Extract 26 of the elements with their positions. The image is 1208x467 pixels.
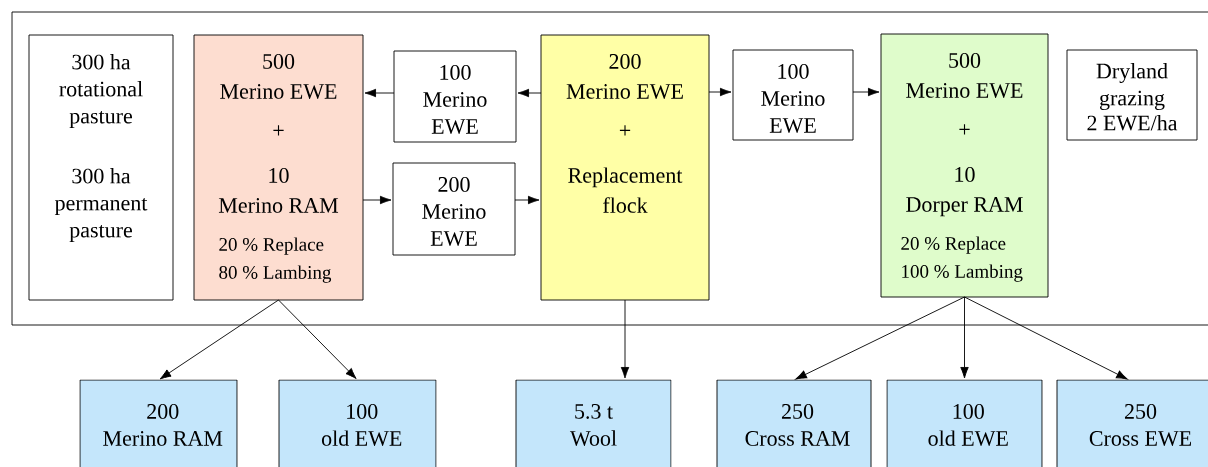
- arrow: [964, 296, 1128, 380]
- flock-box: 200 Merino EWE + Replacement flock: [540, 34, 710, 301]
- arrow: [852, 87, 880, 97]
- flock-box: 500 Merino EWE + 10 Dorper RAM 20 % Replace 100 % Lambing: [880, 33, 1049, 298]
- arrow: [364, 88, 395, 98]
- transfer-box: 100 Merino EWE: [732, 49, 854, 141]
- arrow: [278, 299, 357, 380]
- arrow: [362, 195, 392, 205]
- grazing-box: Dryland grazing 2 EWE/ha: [1066, 49, 1198, 141]
- output-box: 250 Cross EWE: [1056, 379, 1208, 467]
- transfer-box: 100 Merino EWE: [393, 50, 517, 143]
- flock-box: 500 Merino EWE + 10 Merino RAM 20 % Replace 80 % Lambing: [193, 34, 364, 301]
- output-box: 100 old EWE: [278, 379, 437, 467]
- output-box: 200 Merino RAM: [79, 379, 238, 467]
- arrow: [517, 88, 542, 98]
- output-box: 250 Cross RAM: [716, 379, 872, 467]
- output-box: 100 old EWE: [886, 379, 1043, 467]
- arrow: [960, 296, 969, 379]
- arrow: [795, 296, 965, 380]
- output-box: 5.3 t Wool: [515, 379, 672, 467]
- transfer-box: 200 Merino EWE: [392, 162, 516, 256]
- arrow: [159, 299, 279, 380]
- arrow: [514, 195, 540, 205]
- arrow: [620, 299, 630, 379]
- pasture-box: 300 ha rotational pasture 300 ha permanent pasture: [28, 34, 174, 301]
- arrow: [708, 87, 732, 97]
